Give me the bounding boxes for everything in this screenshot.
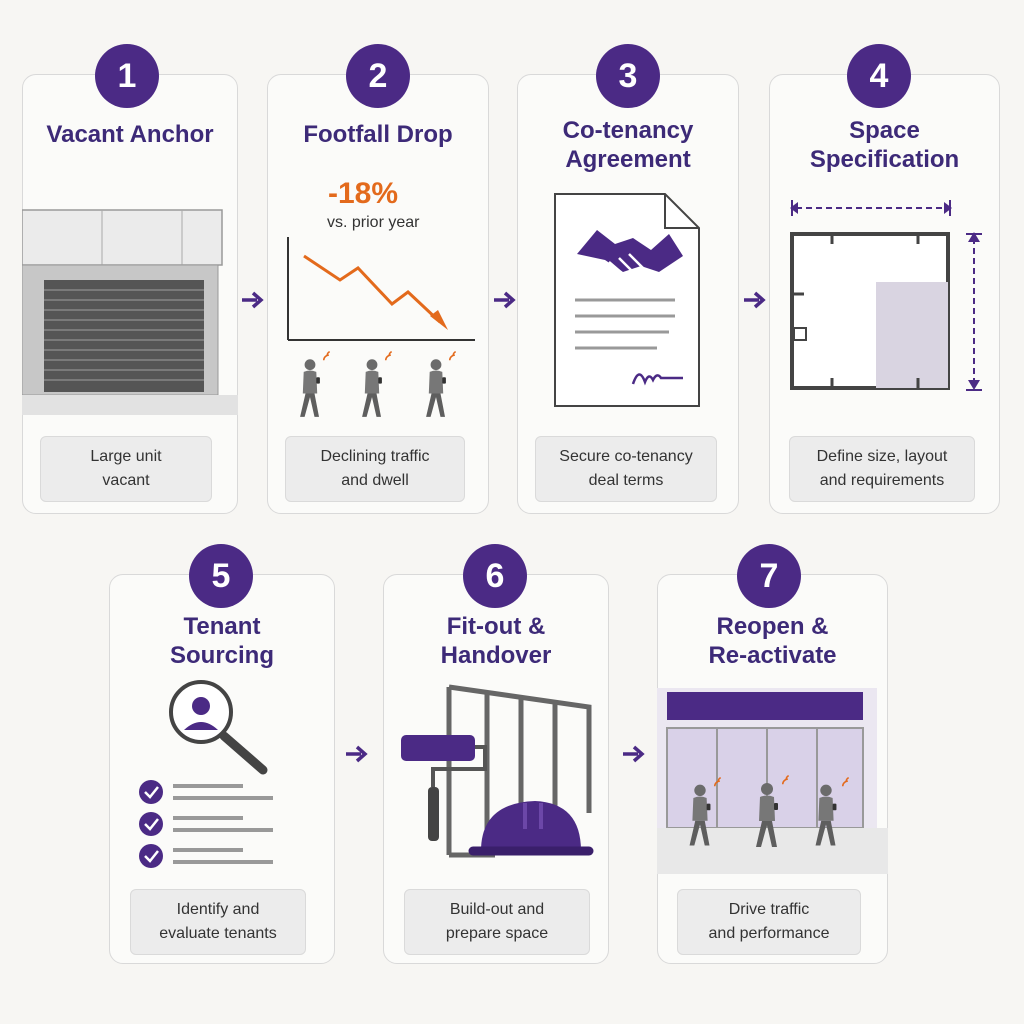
footfall-change-note: vs. prior year bbox=[327, 214, 420, 231]
step-title: Footfall Drop bbox=[303, 121, 453, 148]
declining-trend-chart-icon bbox=[287, 237, 475, 341]
flow-arrow-icon bbox=[240, 288, 264, 312]
footfall-change-stat: -18% bbox=[328, 177, 399, 210]
step-number-badge: 7 bbox=[737, 544, 801, 608]
step-number-badge: 1 bbox=[95, 44, 159, 108]
step-title: Fit-out &Handover bbox=[440, 613, 552, 669]
step-number-badge: 5 bbox=[189, 544, 253, 608]
flow-arrow-icon bbox=[344, 742, 368, 766]
step-title: Reopen &Re-activate bbox=[708, 613, 837, 669]
search-candidate-icon bbox=[139, 680, 273, 868]
reopened-storefront-icon bbox=[657, 688, 888, 874]
construction-tools-icon bbox=[401, 684, 594, 858]
step-title: Vacant Anchor bbox=[46, 121, 214, 148]
step-number-badge: 4 bbox=[847, 44, 911, 108]
step-number-badge: 6 bbox=[463, 544, 527, 608]
closed-storefront-icon bbox=[22, 209, 238, 415]
flow-arrow-icon bbox=[742, 288, 766, 312]
pedestrians-icon bbox=[300, 350, 457, 417]
step-number-badge: 3 bbox=[596, 44, 660, 108]
floor-plan-icon bbox=[790, 200, 982, 391]
flow-arrow-icon bbox=[492, 288, 516, 312]
signed-contract-icon bbox=[554, 193, 700, 407]
flow-arrow-icon bbox=[621, 742, 645, 766]
step-number-badge: 2 bbox=[346, 44, 410, 108]
